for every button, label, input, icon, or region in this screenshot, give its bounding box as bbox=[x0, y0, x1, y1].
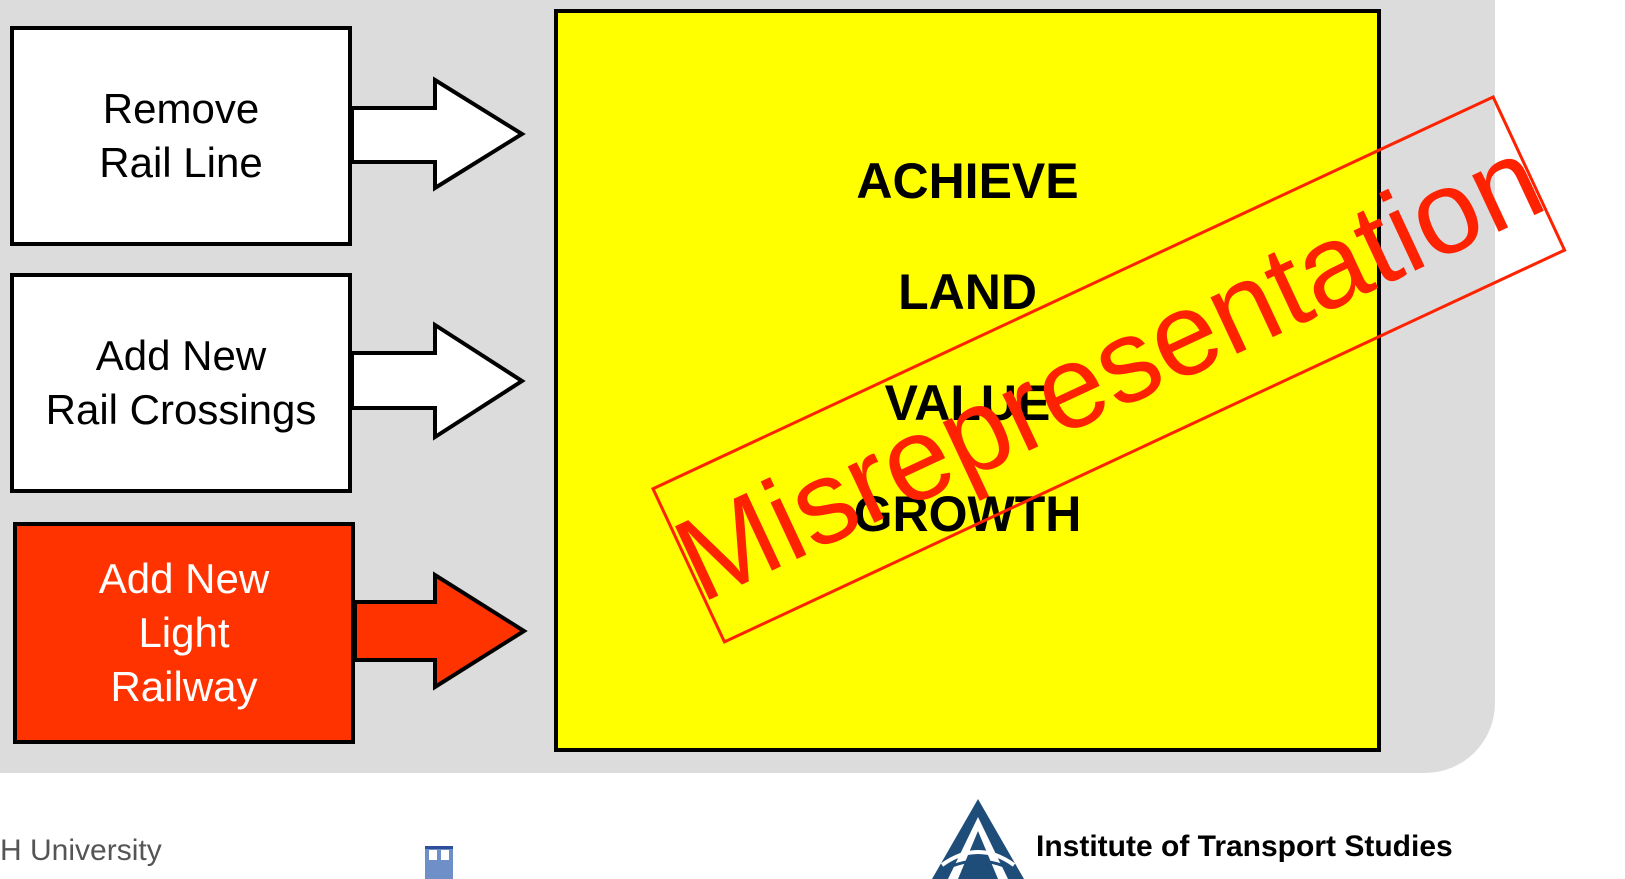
outcome-box: ACHIEVE LAND VALUE GROWTH bbox=[554, 9, 1381, 752]
outcome-line: ACHIEVE bbox=[856, 153, 1079, 209]
input-box-add-new-light-railway: Add New Light Railway bbox=[13, 522, 355, 744]
arrow-add-new-light-railway bbox=[353, 571, 528, 691]
input-label: Add New Light Railway bbox=[98, 555, 270, 710]
university-logo-text: SH University bbox=[0, 834, 162, 867]
its-bridge-logo-icon bbox=[928, 795, 1028, 879]
input-label: Add New Rail Crossings bbox=[45, 332, 317, 433]
institute-name: Institute of Transport Studies bbox=[1036, 830, 1453, 863]
outcome-text: ACHIEVE LAND VALUE GROWTH bbox=[558, 153, 1377, 597]
arrow-add-new-rail-crossings bbox=[350, 321, 526, 441]
university-crest-icon bbox=[419, 838, 459, 879]
arrow-remove-rail-line bbox=[350, 76, 526, 192]
outcome-line: LAND bbox=[898, 264, 1037, 320]
input-box-add-new-rail-crossings: Add New Rail Crossings bbox=[10, 273, 352, 493]
input-label: Remove Rail Line bbox=[99, 85, 263, 186]
outcome-line: GROWTH bbox=[853, 486, 1082, 542]
university-logo: SH University bbox=[0, 832, 200, 879]
input-box-remove-rail-line: Remove Rail Line bbox=[10, 26, 352, 246]
outcome-line: VALUE bbox=[884, 375, 1051, 431]
